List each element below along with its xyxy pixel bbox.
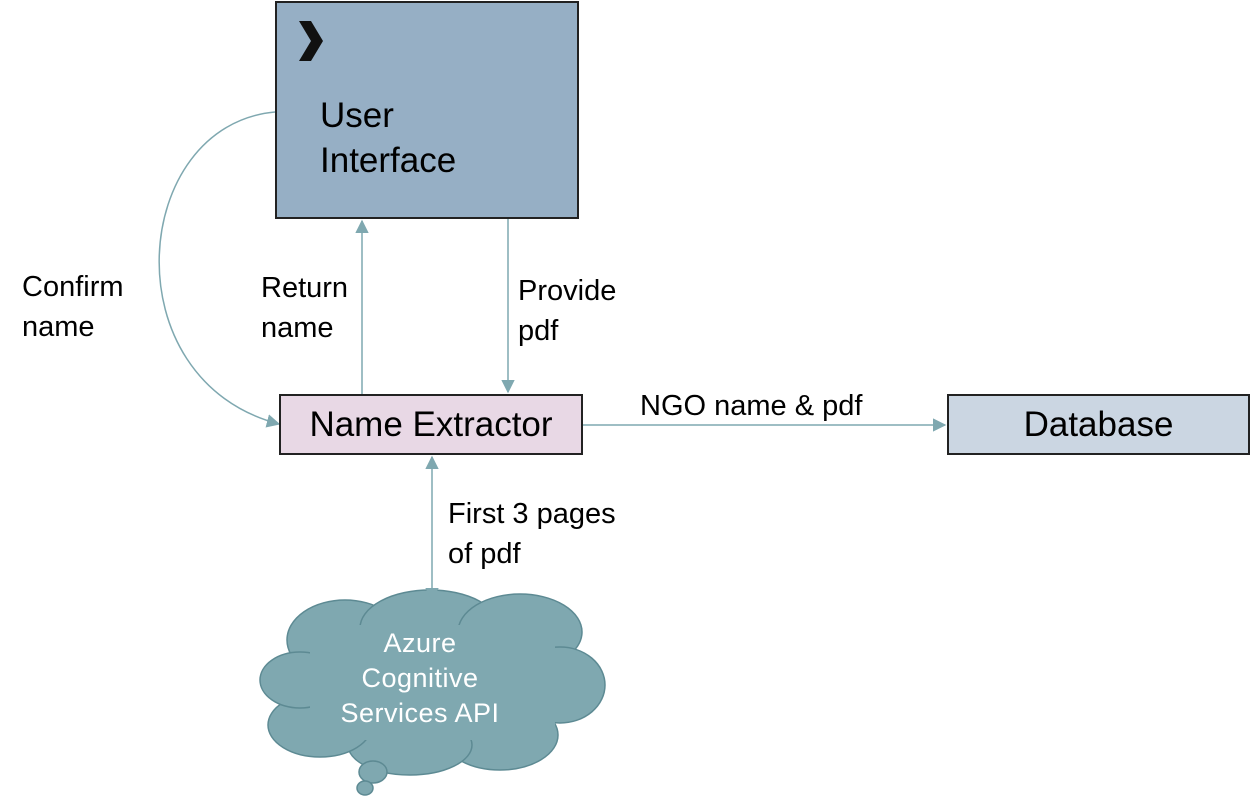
provide-pdf-label: Provide pdf (518, 275, 617, 347)
confirm-name-label: Confirm name (22, 271, 124, 343)
database-label: Database (1023, 404, 1174, 444)
confirm-name-connector (158, 111, 281, 428)
name-extractor-node: Name Extractor (279, 394, 583, 455)
database-node: Database (947, 394, 1250, 455)
user-interface-node: User Interface (275, 1, 579, 219)
chevron-right-icon (299, 21, 323, 61)
first-pages-label: First 3 pages of pdf (448, 498, 616, 570)
azure-cloud-shape (259, 589, 606, 796)
return-name-label: Return name (261, 272, 349, 344)
azure-cloud-label: Azure Cognitive Services API (340, 628, 500, 728)
user-interface-label: User Interface (320, 96, 457, 180)
ngo-name-pdf-label: NGO name & pdf (640, 390, 863, 422)
name-extractor-label: Name Extractor (309, 404, 553, 444)
